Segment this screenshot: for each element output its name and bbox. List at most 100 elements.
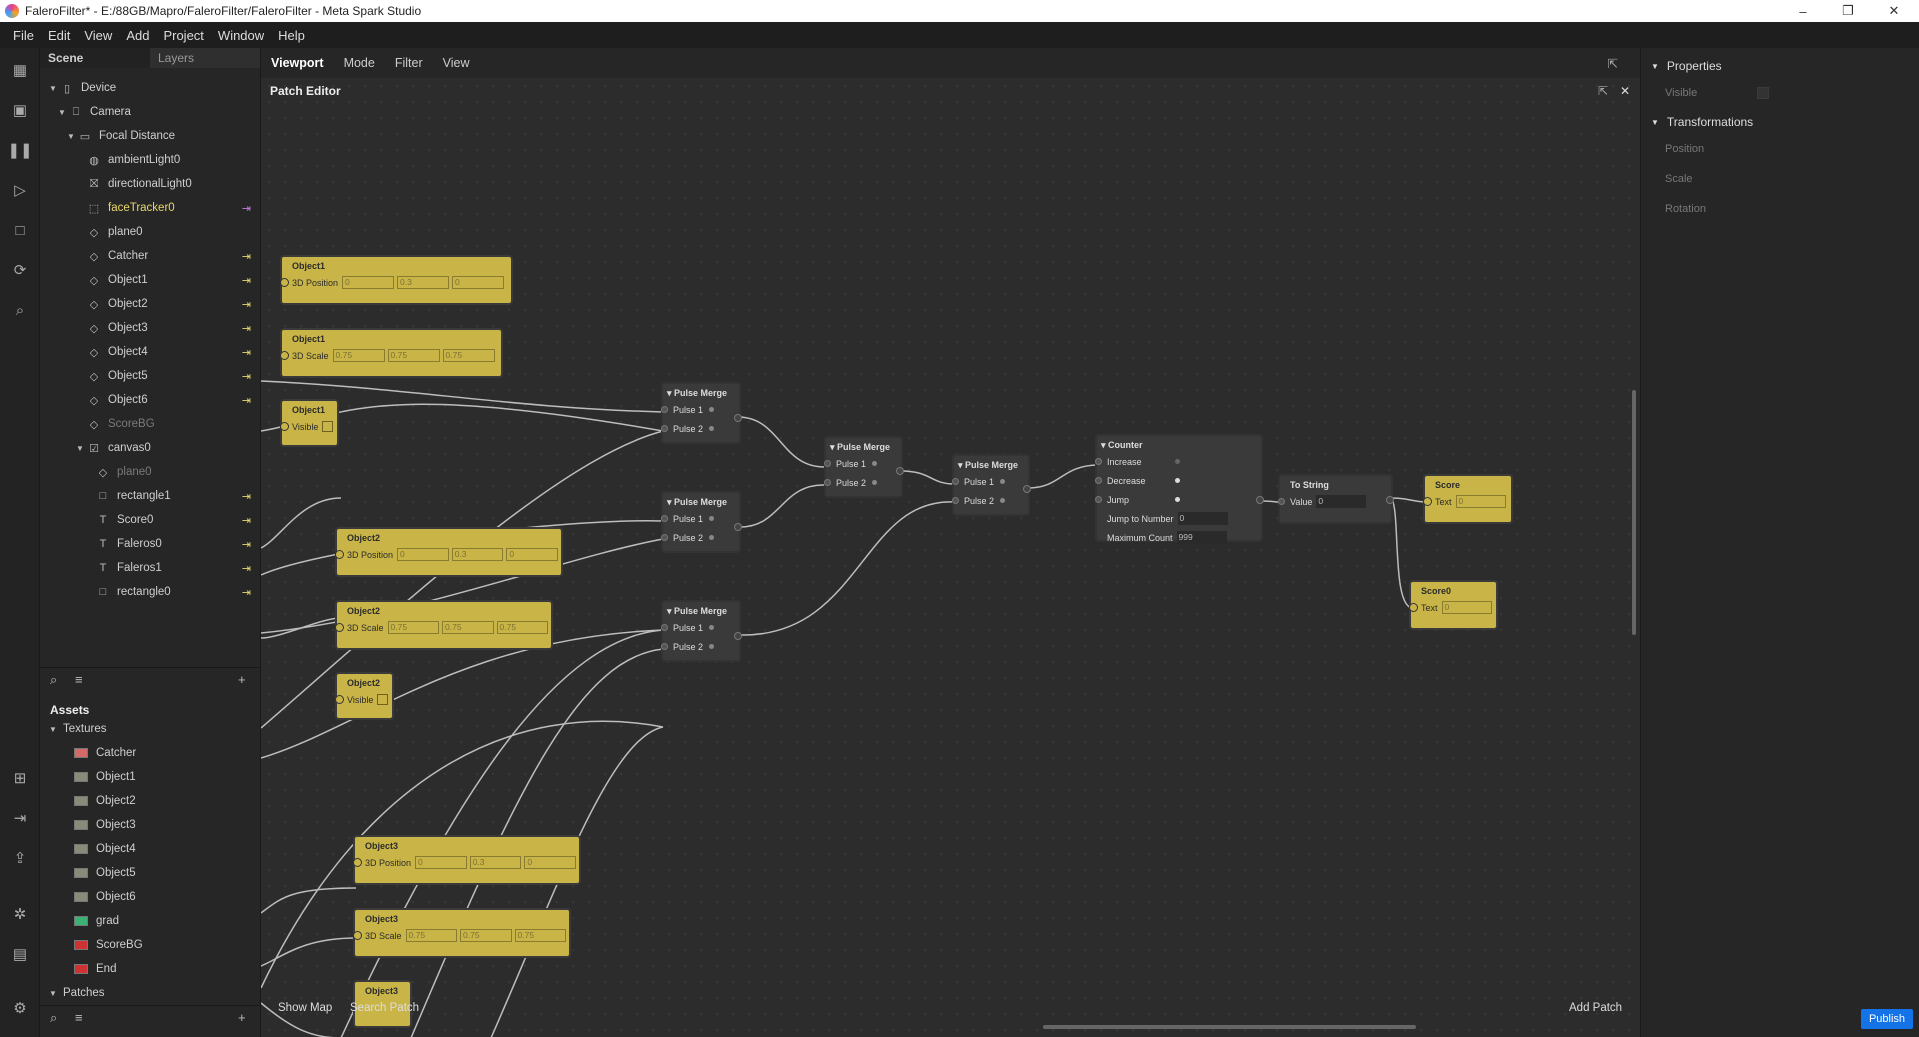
text-field[interactable]: 0 (1455, 495, 1506, 508)
search-icon[interactable]: ⌕ (50, 671, 58, 687)
input-port[interactable] (335, 623, 344, 632)
input-port[interactable] (1095, 458, 1102, 465)
scene-item[interactable]: ◇Object1⇥ (40, 268, 261, 292)
z-field[interactable]: 0.75 (442, 349, 495, 362)
visible-checkbox[interactable] (322, 421, 334, 432)
close-window-icon[interactable]: ✕ (1888, 3, 1900, 18)
search-icon[interactable]: ⌕ (15, 301, 25, 319)
scene-item[interactable]: ◇Object6⇥ (40, 388, 261, 412)
output-port[interactable] (1023, 485, 1031, 493)
z-field[interactable]: 0.75 (514, 929, 566, 942)
layout-icon[interactable]: ▦ (12, 62, 28, 79)
expand-toggle-icon[interactable]: ▼ (76, 443, 84, 453)
video-icon[interactable]: ▣ (12, 102, 28, 119)
tab-filter[interactable]: Filter (394, 56, 423, 70)
visible-checkbox[interactable] (1757, 87, 1769, 99)
search-icon[interactable]: ⌕ (50, 1009, 58, 1025)
y-field[interactable]: 0.75 (442, 621, 494, 634)
patch-link-arrow-icon[interactable]: ⇥ (241, 586, 251, 599)
y-field[interactable]: 0.3 (451, 548, 504, 561)
scene-item[interactable]: ⬚faceTracker0⇥ (40, 196, 261, 220)
asset-item[interactable]: ScoreBG (40, 933, 261, 957)
patch-link-arrow-icon[interactable]: ⇥ (241, 514, 251, 527)
tab-viewport[interactable]: Viewport (271, 56, 324, 70)
scene-item[interactable]: ◇Object2⇥ (40, 292, 261, 316)
tab-scene[interactable]: Scene (48, 51, 84, 65)
asset-item[interactable]: ▼Patches (40, 981, 261, 1005)
patch-link-arrow-icon[interactable]: ⇥ (241, 562, 251, 575)
output-port[interactable] (896, 467, 904, 475)
asset-item[interactable]: Catcher (40, 741, 261, 765)
asset-item[interactable]: Object6 (40, 885, 261, 909)
input-port[interactable] (280, 351, 289, 360)
x-field[interactable]: 0 (415, 856, 467, 869)
patch-link-arrow-icon[interactable]: ⇥ (241, 322, 251, 335)
output-port[interactable] (734, 523, 742, 531)
properties-header[interactable]: ▼Properties (1651, 59, 1722, 73)
output-port[interactable] (1256, 496, 1264, 504)
input-port[interactable] (353, 931, 362, 940)
object3-visible-node[interactable]: Object3 (355, 982, 410, 1026)
input-port[interactable] (952, 478, 959, 485)
asset-item[interactable]: End (40, 957, 261, 981)
add-patch-button[interactable]: Add Patch (1569, 1002, 1623, 1014)
expand-toggle-icon[interactable]: ▼ (49, 83, 57, 93)
patch-horizontal-scrollbar[interactable] (1043, 1025, 1416, 1029)
patch-link-arrow-icon[interactable]: ⇥ (241, 490, 251, 503)
add-object-icon[interactable]: + (238, 672, 246, 687)
object1-visible-node[interactable]: Object1 Visible (280, 401, 337, 445)
patch-link-arrow-icon[interactable]: ⇥ (241, 274, 251, 287)
minimize-icon[interactable]: – (1799, 3, 1807, 19)
popout-icon[interactable]: ⇱ (1607, 56, 1618, 71)
asset-item[interactable]: Object4 (40, 837, 261, 861)
tab-mode[interactable]: Mode (343, 56, 375, 70)
counter-node[interactable]: ▾ Counter Increase Decrease Jump Jump to… (1095, 436, 1264, 544)
expand-toggle-icon[interactable]: ▼ (49, 724, 57, 734)
pulse-merge-node[interactable]: ▾ Pulse Merge Pulse 1 Pulse 2 (661, 384, 742, 442)
output-port[interactable] (1386, 496, 1394, 504)
asset-item[interactable]: Object1 (40, 765, 261, 789)
close-icon[interactable]: ✕ (1620, 84, 1631, 98)
z-field[interactable]: 0 (506, 548, 558, 561)
patch-link-arrow-icon[interactable]: ⇥ (241, 370, 251, 383)
console-icon[interactable]: ▤ (12, 946, 28, 963)
asset-item[interactable]: Object3 (40, 813, 261, 837)
patch-link-arrow-icon[interactable]: ⇥ (241, 346, 251, 359)
expand-toggle-icon[interactable]: ▼ (58, 107, 66, 117)
asset-item[interactable]: grad (40, 909, 261, 933)
input-port[interactable] (952, 497, 959, 504)
menu-file[interactable]: File (13, 27, 34, 43)
x-field[interactable]: 0 (342, 276, 395, 289)
input-port[interactable] (661, 624, 668, 631)
scene-item[interactable]: ◇plane0 (40, 220, 261, 244)
scene-item[interactable]: ◍ambientLight0 (40, 148, 261, 172)
value-field[interactable]: 0 (1316, 495, 1367, 508)
input-port[interactable] (661, 515, 668, 522)
scene-item[interactable]: □rectangle0⇥ (40, 580, 261, 604)
tab-layers[interactable]: Layers (150, 48, 260, 68)
menu-help[interactable]: Help (278, 27, 305, 43)
input-port[interactable] (1095, 496, 1102, 503)
input-port[interactable] (280, 422, 289, 431)
menu-project[interactable]: Project (163, 27, 204, 43)
maximum-count-field[interactable]: 999 (1176, 531, 1227, 544)
z-field[interactable]: 0 (524, 856, 576, 869)
tab-view[interactable]: View (442, 56, 470, 70)
refresh-icon[interactable]: ⟳ (13, 262, 27, 279)
input-port[interactable] (661, 534, 668, 541)
upload-icon[interactable]: ⇪ (13, 850, 27, 867)
asset-item[interactable]: ▼Textures (40, 717, 261, 741)
patch-link-arrow-icon[interactable]: ⇥ (241, 250, 251, 263)
scene-item[interactable]: ◇Object4⇥ (40, 340, 261, 364)
maximize-icon[interactable]: ❐ (1842, 3, 1854, 18)
